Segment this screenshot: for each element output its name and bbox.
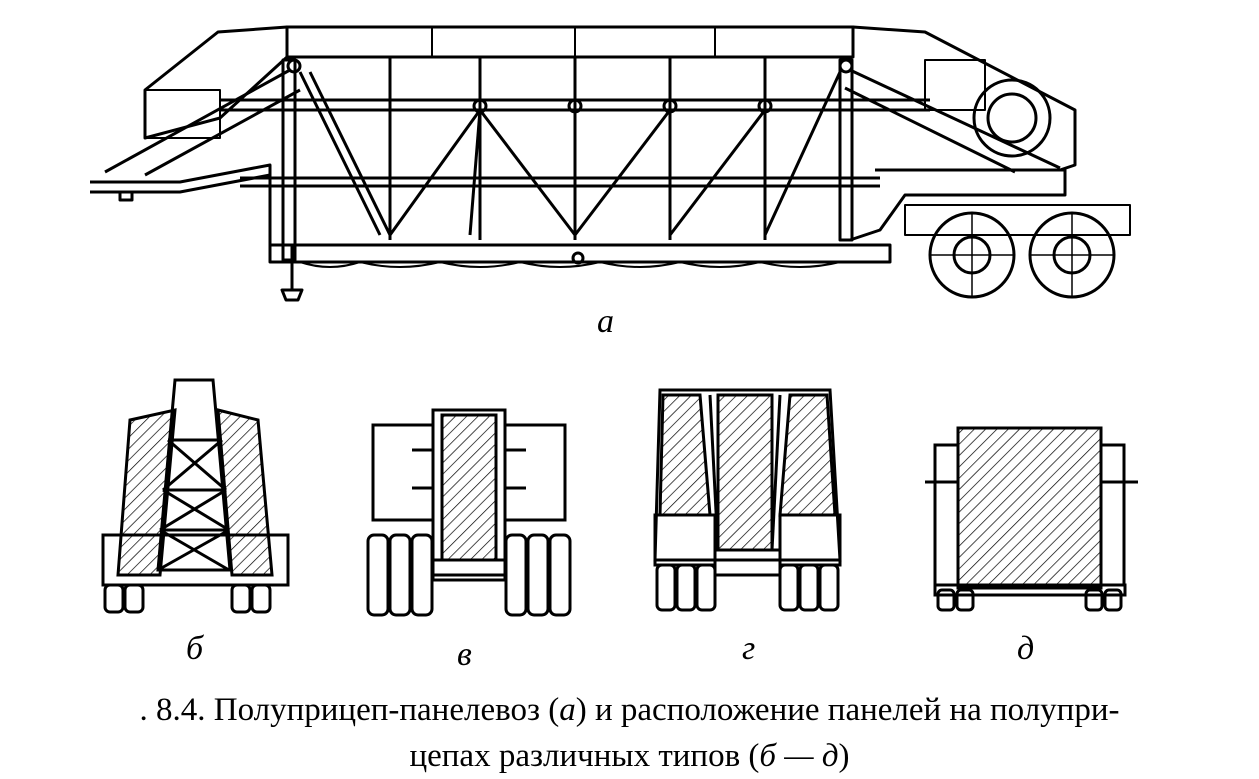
label-g: г <box>742 630 756 667</box>
caption-1-prefix: . 8.4. Полуприцеп-панелевоз ( <box>139 692 560 728</box>
gooseneck <box>90 163 272 245</box>
label-b: б <box>186 630 204 667</box>
rear-wheel-2 <box>1028 211 1116 299</box>
label-d: д <box>1017 630 1035 667</box>
caption-2-suffix: ) <box>838 738 850 774</box>
semitrailer-side-view <box>90 25 1131 302</box>
rear-wheel-1 <box>928 211 1016 299</box>
caption-1-suffix: ) и расположение панелей на полупри- <box>575 692 1120 728</box>
trailer-type-b <box>101 378 290 614</box>
winch-reel <box>972 78 1052 158</box>
trailer-type-d <box>925 426 1138 612</box>
caption-1-ital: а <box>559 692 576 728</box>
trailer-type-g <box>653 388 842 612</box>
bottom-beam <box>268 243 892 264</box>
front-slope <box>852 25 1077 172</box>
top-frame-rail <box>285 25 855 59</box>
label-a: а <box>597 303 614 340</box>
trailer-type-v <box>366 408 572 617</box>
figure-caption-line-2: цепах различных типов (б — д) <box>0 738 1259 774</box>
caption-2-ital: б — д <box>759 738 839 774</box>
figure-caption-line-1: . 8.4. Полуприцеп-панелевоз (а) и распол… <box>0 692 1259 728</box>
label-v: в <box>457 636 472 673</box>
caption-2-prefix: цепах различных типов ( <box>409 738 760 774</box>
